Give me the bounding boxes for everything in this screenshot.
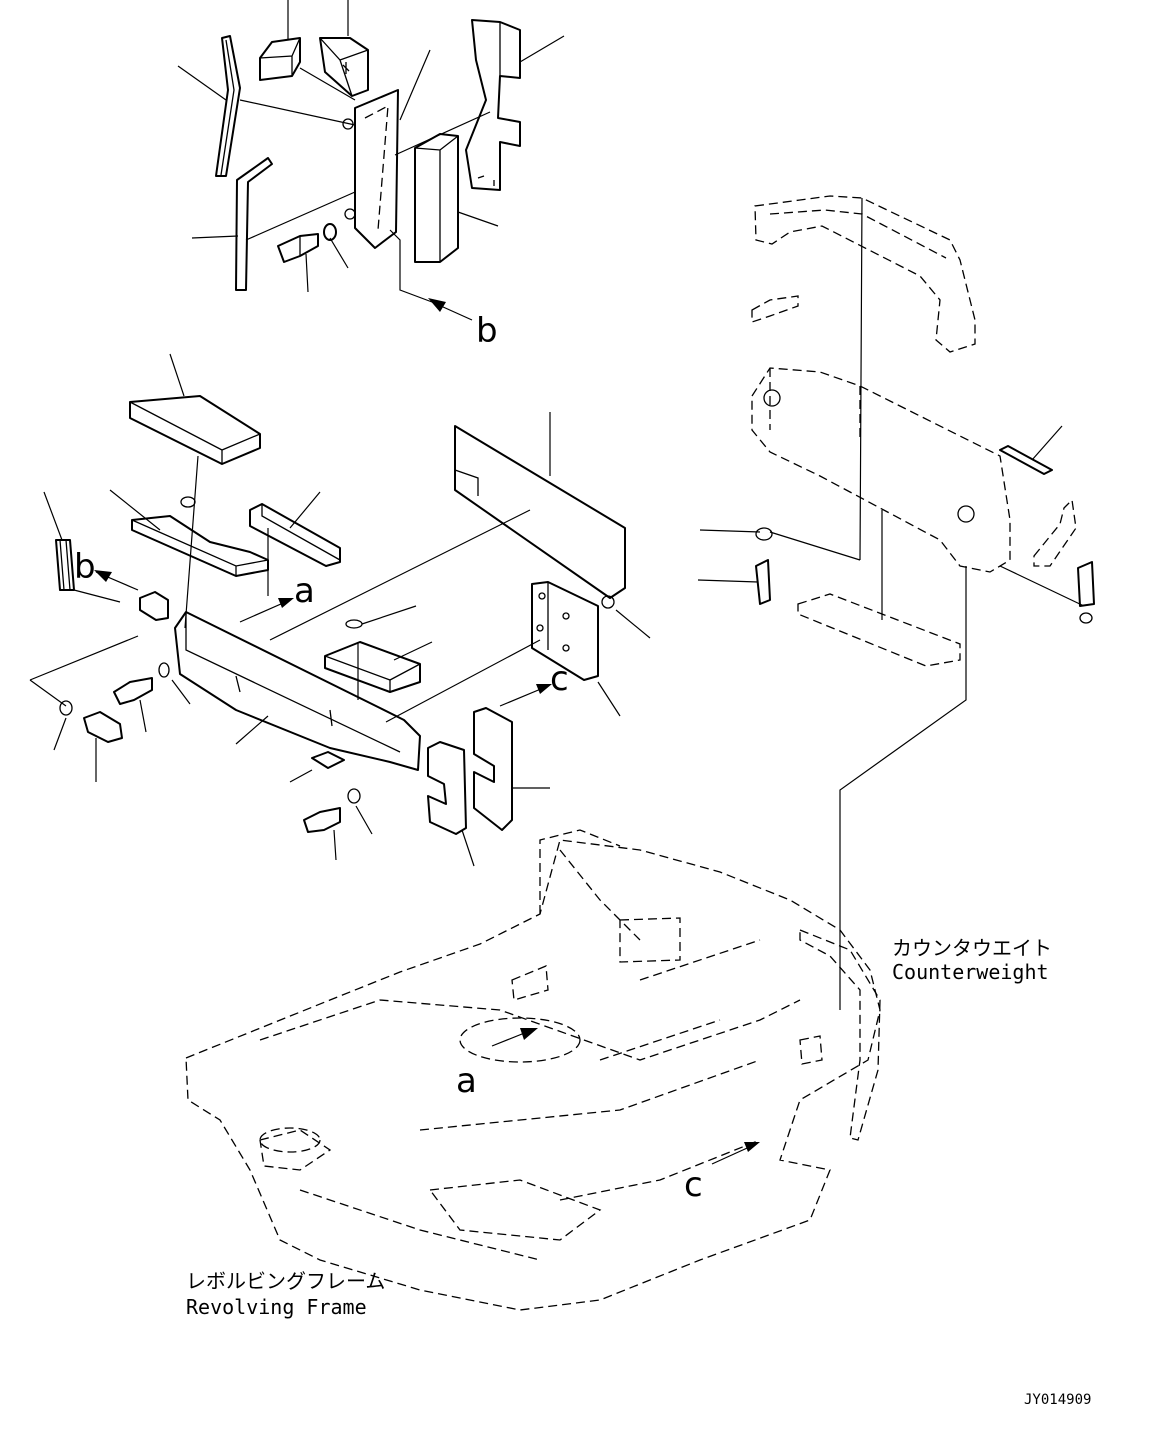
counterweight-label-en: Counterweight [892,960,1049,984]
revolving-frame-label-jp: レボルビングフレーム [186,1269,386,1293]
washer-mid-a [180,496,196,508]
washer-right-a [755,527,773,541]
center-bracket [354,89,399,249]
bolt-right-a [755,559,771,605]
drawing-number: JY014909 [1024,1392,1092,1408]
lower-bracket-plate [797,593,961,667]
washer-mid-f [347,788,361,804]
revolving-frame [185,829,881,1311]
arrow-view-c-upper: c [499,659,569,707]
bolt-mid-b [83,711,123,743]
marker-b-left: b [74,547,96,587]
middle-cluster [29,353,651,867]
spring-pin [311,751,345,769]
right-rubber-strip [999,445,1053,475]
frame-outline [185,839,881,1311]
arrow-view-c-frame: c [684,1142,760,1205]
bolt-upper [277,233,319,263]
large-top-pad [129,395,261,465]
marker-b-top: b [476,311,498,351]
profile-bracket [465,19,521,191]
washer-mid-b [601,595,615,609]
washer-mid-d [59,700,73,716]
gasket-plate [427,741,467,835]
small-square-pad [324,641,421,693]
clip-bracket [139,591,169,621]
marker-a-upper: a [294,571,315,611]
l-shaped-pad [131,515,269,577]
arrow-view-a-upper: a [239,571,315,623]
counterweight-label: カウンタウエイト Counterweight [892,936,1052,984]
top-cluster [177,0,565,303]
marker-a-frame: a [456,1061,477,1101]
arrow-view-b-top: b [428,298,498,351]
marker-c-frame: c [684,1165,703,1205]
long-board-panel [454,425,626,599]
small-pad-block [259,37,301,81]
curved-seal-strip [215,35,241,177]
small-riser [751,295,799,323]
revolving-frame-label-en: Revolving Frame [186,1295,367,1319]
revolving-frame-label: レボルビングフレーム Revolving Frame [186,1268,385,1320]
counterweight-shape [799,929,881,1141]
right-cluster [697,195,1095,1010]
support-plate [751,367,1011,573]
tall-foam-block [414,133,459,263]
arrow-view-a-frame: a [456,1028,538,1101]
wedge-block [319,37,369,97]
swing-circle-hole [459,1017,581,1063]
bolt-right-b [1077,561,1095,607]
l-shaped-rod [235,157,273,291]
bolt-mid-a [113,677,153,705]
c-shaped-bracket [473,707,513,831]
bolt-mid-c [303,807,341,833]
upper-frame-bracket [754,195,976,353]
washer-right-b [1079,612,1093,624]
washer-mid-c [345,619,363,629]
arrow-view-b-left: b [74,547,139,591]
right-l-pad [1033,498,1077,567]
washer-mid-e [158,662,170,678]
washer-upper [323,223,337,241]
thin-strip-set [55,539,75,591]
counterweight-label-jp: カウンタウエイト [892,936,1052,960]
marker-c-upper: c [550,659,569,699]
long-channel-bracket [174,611,421,771]
